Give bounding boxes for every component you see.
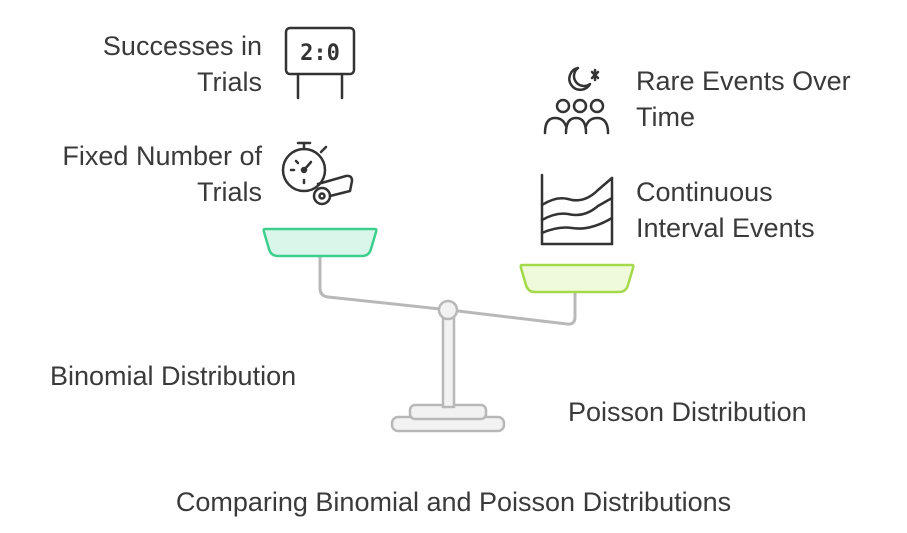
score-text: 2:0 bbox=[300, 41, 340, 66]
successes-line2: Trials bbox=[197, 67, 262, 97]
right-pan bbox=[519, 263, 635, 294]
rare-events-line1: Rare Events Over bbox=[636, 66, 851, 96]
poisson-distribution-label: Poisson Distribution bbox=[568, 397, 807, 427]
successes-in-trials-label: Successes in Trials bbox=[40, 28, 262, 100]
right-beam bbox=[457, 290, 577, 326]
rare-events-over-time-label: Rare Events Over Time bbox=[636, 63, 896, 135]
continuous-interval-events-label: Continuous Interval Events bbox=[636, 174, 896, 246]
continuous-line2: Interval Events bbox=[636, 213, 815, 243]
scale-base bbox=[390, 403, 506, 433]
left-pan bbox=[262, 227, 378, 258]
scoreboard-icon: 2:0 bbox=[284, 26, 356, 100]
fixed-number-line2: Trials bbox=[197, 177, 262, 207]
binomial-distribution-label: Binomial Distribution bbox=[50, 361, 297, 391]
scale-pivot bbox=[437, 299, 459, 321]
successes-line1: Successes in bbox=[102, 31, 262, 61]
rare-events-line2: Time bbox=[636, 102, 695, 132]
fixed-number-line1: Fixed Number of bbox=[62, 141, 262, 171]
left-beam bbox=[318, 254, 441, 311]
stopwatch-whistle-icon bbox=[281, 141, 354, 206]
continuous-line1: Continuous bbox=[636, 177, 773, 207]
fixed-number-of-trials-label: Fixed Number of Trials bbox=[20, 138, 262, 210]
area-chart-icon bbox=[540, 173, 614, 246]
diagram-title: Comparing Binomial and Poisson Distribut… bbox=[175, 487, 732, 517]
moon-crowd-icon bbox=[543, 66, 610, 135]
scale-pillar bbox=[441, 314, 456, 409]
